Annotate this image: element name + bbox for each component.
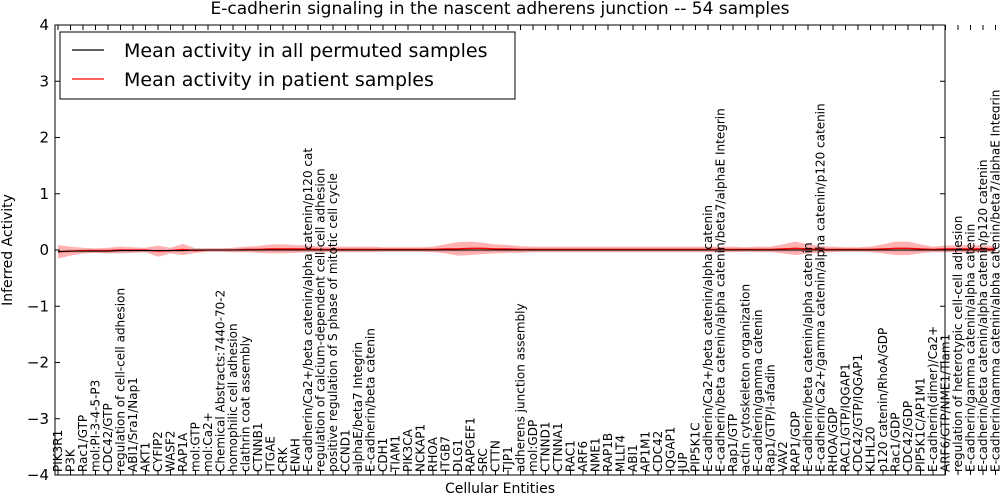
x-tick-label: positive regulation of S phase of mitoti… xyxy=(326,173,340,472)
x-tick-label: CYFIP2 xyxy=(151,431,165,472)
y-tick-label: 1 xyxy=(39,185,49,203)
x-tick-label: RAC1/GTP/IQGAP1 xyxy=(839,363,853,472)
x-tick-label: CTNNB1 xyxy=(251,422,265,472)
x-tick-label: E-cadherin/Ca2+/beta catenin/alpha caten… xyxy=(701,205,715,472)
x-tick-label: NCKAP1 xyxy=(414,424,428,472)
x-axis: PIK3R1P3KRac1/GTPmol:PI-3-4-5-P3CDC42/GT… xyxy=(51,25,1000,475)
x-tick-label: CTNNA1 xyxy=(551,422,565,472)
x-tick-label: regulation of cell-cell adhesion xyxy=(114,288,128,472)
x-tick-label: PIP5K1C/AP1M1 xyxy=(914,377,928,472)
x-tick-label: E-cadherin/Ca2+/gamma catenin/alpha cate… xyxy=(814,103,828,472)
x-tick-label: CDC42/GTP xyxy=(101,403,115,472)
x-tick-label: CTNND1 xyxy=(539,421,553,472)
x-tick-label: E-cadherin/beta catenin/alpha catenin/p1… xyxy=(976,159,990,472)
x-tick-label: actin cytoskeleton organization xyxy=(739,284,753,472)
x-tick-label: RHOA xyxy=(426,436,440,472)
x-tick-label: MLLT4 xyxy=(614,435,628,472)
y-tick-label: 0 xyxy=(39,241,49,259)
x-tick-label: mol:GDP xyxy=(526,420,540,472)
x-tick-label: RAPGEF1 xyxy=(464,417,478,472)
x-tick-label: mol:GTP xyxy=(189,422,203,472)
x-tick-label: CRK xyxy=(276,446,290,472)
x-tick-label: AP1M1 xyxy=(639,431,653,472)
x-tick-label: RHOA/GDP xyxy=(826,407,840,472)
legend: Mean activity in all permuted samples Me… xyxy=(59,31,516,100)
chart-title: E-cadherin signaling in the nascent adhe… xyxy=(211,0,790,19)
x-tick-label: ARF6/GTP/NME1/Tiam1 xyxy=(939,334,953,472)
x-tick-label: CDC42 xyxy=(651,431,665,472)
x-tick-label: mol:Ca2+ xyxy=(201,412,215,472)
x-tick-label: E-cadherin/beta catenin xyxy=(364,328,378,472)
x-tick-label: regulation of heterotypic cell-cell adhe… xyxy=(951,216,965,472)
x-tick-label: PIK3R1 xyxy=(51,430,65,472)
x-tick-label: p120 catenin/RhoA/GDP xyxy=(876,328,890,472)
x-tick-label: E-cadherin/beta catenin/alpha catenin xyxy=(801,242,815,472)
x-tick-label: TIAM1 xyxy=(389,435,403,473)
y-tick-label: 4 xyxy=(39,16,49,34)
x-tick-label: RAP1A xyxy=(176,432,190,472)
x-tick-label: ENAH xyxy=(289,438,303,472)
x-tick-label: E-cadherin/gamma catenin/alpha catenin/b… xyxy=(989,90,1000,472)
x-tick-label: Rac1/GDP xyxy=(889,413,903,472)
y-tick-label: 2 xyxy=(39,129,49,147)
x-tick-label: Rap1/GTP xyxy=(726,414,740,472)
x-tick-label: ABI1/Sra1/Nap1 xyxy=(126,377,140,472)
x-tick-label: Rac1/GTP xyxy=(76,415,90,472)
x-tick-label: RAC1 xyxy=(564,440,578,472)
x-tick-label: P3K xyxy=(64,448,78,472)
x-tick-label: E-cadherin/gamma catenin xyxy=(751,310,765,473)
series-line-0 xyxy=(57,249,996,253)
y-tick-label: 3 xyxy=(39,72,49,90)
legend-label-patient: Mean activity in patient samples xyxy=(124,69,434,91)
x-tick-label: Chemical Abstracts:7440-70-2 xyxy=(214,290,228,472)
x-tick-label: ITGB7 xyxy=(439,436,453,472)
x-tick-label: DLG1 xyxy=(451,439,465,472)
x-tick-label: TJP1 xyxy=(501,446,515,473)
x-tick-label: homophilic cell adhesion xyxy=(226,323,240,472)
x-tick-label: WASF2 xyxy=(164,430,178,472)
x-tick-label: Rap1/GTP/I-afadin xyxy=(764,364,778,472)
x-tick-label: CDH1 xyxy=(376,438,390,472)
x-tick-label: RAP1B xyxy=(601,433,615,472)
x-tick-label: ARF6 xyxy=(576,441,590,472)
y-axis: −4 −3 −2 −1 0 1 2 3 4 xyxy=(27,16,945,484)
x-tick-label: CTTN xyxy=(489,440,503,472)
x-tick-label: PIP5K1C xyxy=(689,422,703,472)
x-tick-label: CCND1 xyxy=(339,429,353,472)
x-tick-label: ABI1 xyxy=(626,444,640,472)
x-tick-label: E-cadherin(dimer)/Ca2+ xyxy=(926,326,940,472)
x-tick-label: E-cadherin/beta catenin/alpha catenin/be… xyxy=(714,108,728,472)
series-lines xyxy=(57,247,996,253)
x-tick-label: alphaE/beta7 Integrin xyxy=(351,342,365,472)
x-tick-label: AKT1 xyxy=(139,442,153,472)
y-axis-label: Inferred Activity xyxy=(0,194,16,306)
x-tick-label: clathrin coat assembly xyxy=(239,336,253,472)
x-tick-label: CDC42/GDP xyxy=(901,401,915,472)
x-tick-label: NME1 xyxy=(589,437,603,472)
x-tick-label: CDC42/GTP/IQGAP1 xyxy=(851,354,865,472)
x-axis-label: Cellular Entities xyxy=(445,481,555,497)
x-tick-label: SRC xyxy=(476,448,490,472)
y-tick-label: −1 xyxy=(27,297,49,315)
x-tick-label: VAV2 xyxy=(776,441,790,472)
x-tick-label: adherens junction assembly xyxy=(514,303,528,472)
y-tick-label: −3 xyxy=(27,410,49,428)
x-tick-label: regulation of calcium-dependent cell-cel… xyxy=(314,168,328,472)
x-tick-label: E-cadherin/gamma catenin/alpha catenin xyxy=(964,224,978,472)
legend-box xyxy=(59,31,516,100)
x-tick-label: E-cadherin/Ca2+/beta catenin/alpha caten… xyxy=(301,148,315,472)
x-tick-label: mol:PI-3-4-5-P3 xyxy=(89,380,103,472)
y-tick-label: −4 xyxy=(27,466,49,484)
x-tick-label: PIK3CA xyxy=(401,428,415,472)
x-tick-label: JUP xyxy=(676,452,690,473)
x-tick-label: IQGAP1 xyxy=(664,427,678,472)
x-tick-label: KLHL20 xyxy=(864,426,878,472)
y-tick-label: −2 xyxy=(27,354,49,372)
x-tick-label: ITGAE xyxy=(264,436,278,472)
legend-label-permuted: Mean activity in all permuted samples xyxy=(124,40,487,62)
x-tick-label: RAP1/GDP xyxy=(789,411,803,472)
